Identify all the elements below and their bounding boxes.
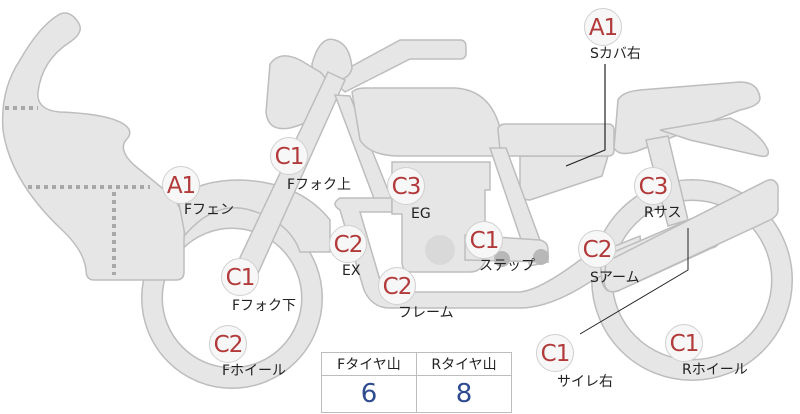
label-engine: EG bbox=[411, 206, 431, 222]
value-front-tire: 6 bbox=[321, 375, 417, 413]
grade-badge-f-fork-upper[interactable]: C1 bbox=[270, 137, 308, 175]
grade-badge-step[interactable]: C1 bbox=[465, 221, 503, 259]
label-f-fender: Fフェン bbox=[184, 202, 235, 218]
label-step: ステップ bbox=[479, 258, 535, 274]
tail-cowl-shape bbox=[659, 117, 770, 158]
handlebar-shape bbox=[328, 39, 467, 93]
label-muffler-right: サイレ右 bbox=[557, 374, 613, 390]
leader-line-muffler bbox=[579, 228, 689, 335]
header-rear-tire: Rタイヤ山 bbox=[416, 352, 512, 376]
grade-badge-exhaust[interactable]: C2 bbox=[329, 225, 367, 263]
label-side-cover: Sカバ右 bbox=[590, 46, 641, 62]
label-swing-arm: Sアーム bbox=[590, 270, 640, 286]
header-front-tire: Fタイヤ山 bbox=[321, 352, 417, 376]
leader-line-side-cover bbox=[565, 64, 606, 167]
tire-tread-table: Fタイヤ山 Rタイヤ山 6 8 bbox=[321, 352, 512, 413]
grade-badge-frame[interactable]: C2 bbox=[378, 267, 416, 305]
frame-loop-shape bbox=[334, 197, 643, 309]
muffler-shape bbox=[603, 179, 779, 293]
label-f-fork-upper: Fフォク上 bbox=[287, 177, 352, 193]
label-f-wheel: Fホイール bbox=[222, 363, 287, 379]
table-header-row: Fタイヤ山 Rタイヤ山 bbox=[321, 352, 512, 376]
seat-front-shape bbox=[497, 123, 615, 157]
label-frame: フレーム bbox=[398, 305, 454, 321]
grade-badge-f-fender[interactable]: A1 bbox=[162, 166, 200, 204]
grade-badge-engine[interactable]: C3 bbox=[387, 167, 425, 205]
label-r-suspension: Rサス bbox=[644, 205, 682, 221]
seat-rear-shape bbox=[613, 81, 761, 155]
label-exhaust: EX bbox=[342, 263, 361, 279]
grade-badge-f-wheel[interactable]: C2 bbox=[209, 325, 247, 363]
grade-badge-r-wheel[interactable]: C1 bbox=[665, 324, 703, 362]
grade-badge-f-fork-lower[interactable]: C1 bbox=[221, 258, 259, 296]
label-r-wheel: Rホイール bbox=[682, 362, 748, 378]
side-cover-shape bbox=[519, 155, 610, 201]
grade-badge-muffler-right[interactable]: C1 bbox=[536, 334, 574, 372]
fuel-tank-shape bbox=[351, 87, 507, 157]
front-cowl-shape bbox=[1, 12, 185, 281]
grade-badge-swing-arm[interactable]: C2 bbox=[578, 230, 616, 268]
value-rear-tire: 8 bbox=[416, 375, 512, 413]
label-f-fork-lower: Fフォク下 bbox=[232, 298, 297, 314]
table-row: 6 8 bbox=[321, 375, 512, 413]
grade-badge-r-suspension[interactable]: C3 bbox=[634, 167, 672, 205]
grade-badge-side-cover[interactable]: A1 bbox=[584, 8, 622, 46]
